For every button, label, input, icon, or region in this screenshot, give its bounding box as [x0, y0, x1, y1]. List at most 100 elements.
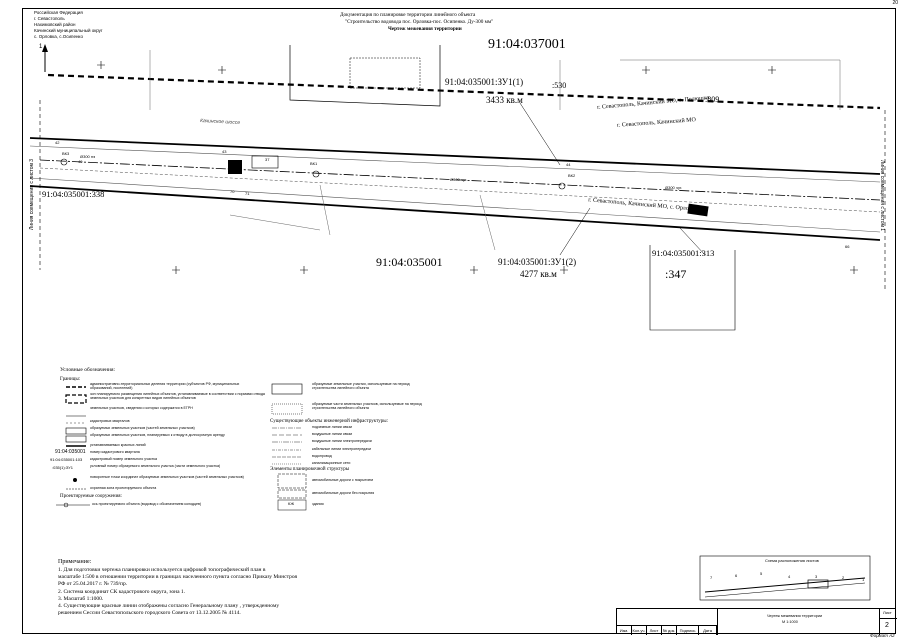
- red-line-bottom: [29, 185, 881, 241]
- point-number: 44: [566, 162, 571, 167]
- notes-title: Примечание:: [58, 559, 92, 565]
- legend-building-code: КЖ: [288, 501, 295, 506]
- inset-sheet-label: 1: [862, 577, 865, 582]
- parcel-number: :347: [665, 267, 687, 281]
- title-line-2: "Строительство водовода пос. Орловка-пос…: [345, 19, 494, 25]
- north-label: 1: [39, 44, 43, 50]
- tb-col: Изм.: [617, 626, 632, 635]
- parcel-number: 91:04:035001:313: [652, 248, 715, 258]
- building: [251, 155, 279, 169]
- legend-item-text: кадастровых кварталов: [90, 419, 130, 423]
- inset-sheet-label: 7: [710, 575, 713, 580]
- red-line-top: [29, 137, 881, 175]
- tb-col: Подпись: [677, 626, 699, 635]
- parcel-number: :530: [552, 81, 567, 90]
- pipe-axis: [39, 159, 881, 201]
- legend-item-text: автомобильные дороги с покрытием: [312, 478, 373, 482]
- north-arrow-icon: [42, 44, 48, 72]
- point-number: 66: [845, 244, 850, 249]
- legend-item-text: кабельные линии электропередачи: [312, 447, 372, 451]
- legend-item-code: 91:04:035001:103: [50, 457, 83, 462]
- parcel-number: :809: [705, 95, 720, 104]
- page-number: 20: [892, 0, 898, 6]
- legend-item-text: кадастровый номер земельного участка: [90, 457, 158, 461]
- legend-item-code: 91:04:035001: [55, 449, 86, 455]
- side-label: Линия совмещения с листом 1: [879, 160, 885, 232]
- legend-item-text: подземные линии связи: [312, 425, 352, 429]
- quarter-number: 91:04:037001: [488, 37, 566, 52]
- legend-item-text: образуемые земельные участки, используем…: [312, 382, 410, 390]
- admin-boundary-line: [47, 73, 881, 110]
- legend-item-text: образуемые части земельных участков, исп…: [312, 402, 422, 410]
- header-line: Нахимовский район: [34, 22, 76, 27]
- well-icon: [312, 170, 320, 178]
- legend-item-text: поворотные точки координат образуемых зе…: [90, 475, 244, 479]
- inset-sheet-label: 4: [788, 574, 791, 579]
- pipe-label: Ø300 чуг.: [665, 185, 683, 190]
- road-edge: [29, 145, 881, 183]
- pipe-label: Ø300 чуг.: [450, 177, 468, 182]
- legend-group-title: Проектируемые сооружения:: [60, 494, 122, 499]
- quarter-number: 91:04:035001: [376, 255, 443, 269]
- legend-item-text: автомобильные дороги без покрытия: [312, 491, 375, 495]
- point-number: 71: [245, 191, 250, 196]
- point-number: 43: [222, 149, 227, 154]
- title-line-3: Чертеж межевания территории: [388, 26, 462, 32]
- legend-item-text: охранная зона проектируемого объекта: [90, 486, 157, 490]
- tb-col: № док.: [662, 626, 677, 635]
- note-line: 2. Система координат СК кадастрового окр…: [58, 589, 186, 595]
- parcel-number: 91:04:035001:338: [42, 189, 105, 199]
- note-line: РФ от 25.04.2017 г. № 739/пр.: [58, 581, 128, 587]
- header-line: Качинский муниципальный округ: [34, 28, 103, 33]
- tb-scale: М 1:1000: [782, 620, 798, 624]
- title-line-1: Документация по планировке территории ли…: [340, 12, 476, 18]
- legend-item-text: условный номер образуемого земельного уч…: [90, 464, 221, 468]
- legend-item-code: :035(1):ЗУ1: [52, 465, 73, 470]
- tb-col: Кол.уч.: [632, 626, 647, 635]
- tb-col: Дата: [699, 626, 717, 635]
- legend-item-text: воздушные линии электропередачи: [312, 439, 372, 443]
- tb-sheet-label: Лист: [883, 610, 892, 615]
- inset-title: Схема расположения листов: [765, 558, 819, 563]
- parcel-number: 91:04:035001:ЗУ1(1): [445, 77, 524, 87]
- legend-title: Условные обозначения:: [60, 367, 116, 373]
- well-icon: [60, 158, 68, 166]
- legend-item-text: образуемых земельных участков (частей зе…: [90, 426, 195, 430]
- legend-item-text: номер кадастрового квартала: [90, 450, 140, 454]
- legend-item-text: водопровод: [312, 454, 332, 458]
- pipe-label: Ø300 пэ: [80, 154, 96, 159]
- parcel-area: 4277 кв.м: [520, 269, 557, 279]
- well-label: ВК1: [310, 161, 318, 166]
- inset-frame: [699, 555, 871, 601]
- well-label: ВК2: [568, 173, 576, 178]
- note-line: решением Сессии Севастопольского городск…: [58, 610, 241, 616]
- tb-drawing-name: Чертеж межевания территории: [767, 614, 823, 618]
- legend-item-text: устанавливаемых красных линий: [90, 443, 146, 447]
- road-edge: [29, 177, 881, 233]
- building: [228, 160, 242, 174]
- legend-item-text: административно-территориальных деления …: [90, 382, 240, 390]
- tb-col: Лист: [647, 626, 662, 635]
- inset-sheet-label: 3: [815, 574, 818, 579]
- legend-item-text: воздушные линии связи: [312, 432, 353, 436]
- legend-group-title: Элементы планировочной структуры: [270, 467, 350, 472]
- sheet-frame: [22, 8, 896, 634]
- header-line: Российская Федерация: [34, 10, 83, 15]
- legend-item-text: земельных участков, сведения о которых с…: [90, 406, 193, 410]
- point-number: 40: [78, 159, 83, 164]
- note-line: 4. Существующие красные линии отображены…: [58, 603, 280, 609]
- note-line: 3. Масштаб 1:1000.: [58, 596, 104, 602]
- inset-sheet-label: 6: [735, 573, 738, 578]
- header-line: г. Севастополь: [34, 16, 65, 21]
- well-label: ВК3: [62, 151, 70, 156]
- well-icon: [558, 182, 566, 190]
- protect-zone: [39, 167, 881, 213]
- note-line: 1. Для подготовки чертежа планировки исп…: [58, 567, 266, 573]
- note-line: масштабе 1:500 в отношении территории в …: [58, 574, 298, 580]
- header-line: с. Орловка, с.Осипенко: [34, 34, 83, 39]
- parcel-area: 3433 кв.м: [486, 95, 523, 105]
- building: [687, 203, 709, 217]
- side-label: Линия совмещения с листом 3: [29, 158, 35, 230]
